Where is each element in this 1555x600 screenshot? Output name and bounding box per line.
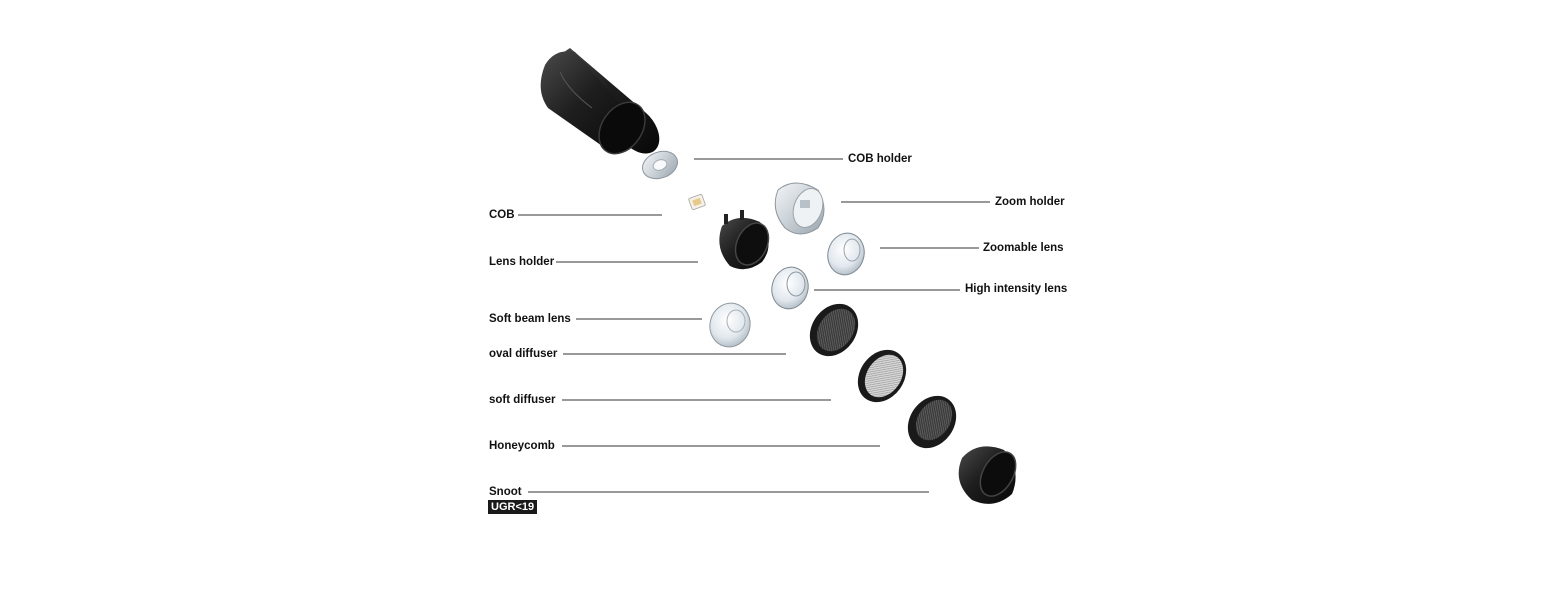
zoom-holder-part xyxy=(774,182,825,235)
leader-lines xyxy=(518,158,990,493)
high-intensity-lens-part xyxy=(771,266,809,310)
label-lens-holder: Lens holder xyxy=(489,256,555,268)
oval-diffuser-part xyxy=(809,303,859,357)
snoot-part xyxy=(958,446,1017,504)
housing-cylinder xyxy=(540,48,660,155)
lens-holder-part xyxy=(719,210,770,270)
label-high-intensity-lens: High intensity lens xyxy=(965,283,1068,295)
label-oval-diffuser: oval diffuser xyxy=(489,348,558,360)
label-zoomable-lens: Zoomable lens xyxy=(983,242,1064,254)
soft-diffuser-part xyxy=(857,349,907,403)
zoomable-lens-part xyxy=(827,232,865,276)
honeycomb-part xyxy=(907,395,957,449)
label-soft-beam-lens: Soft beam lens xyxy=(489,313,571,325)
label-soft-diffuser: soft diffuser xyxy=(489,394,556,406)
cob-holder-part xyxy=(642,150,678,180)
label-zoom-holder: Zoom holder xyxy=(995,196,1065,208)
soft-beam-lens-part xyxy=(709,302,751,348)
label-cob: COB xyxy=(489,209,515,221)
label-snoot: Snoot xyxy=(489,486,522,498)
cob-chip xyxy=(688,193,706,211)
label-honeycomb: Honeycomb xyxy=(489,440,555,452)
ugr-badge: UGR<19 xyxy=(488,500,538,514)
label-cob-holder: COB holder xyxy=(848,153,912,165)
